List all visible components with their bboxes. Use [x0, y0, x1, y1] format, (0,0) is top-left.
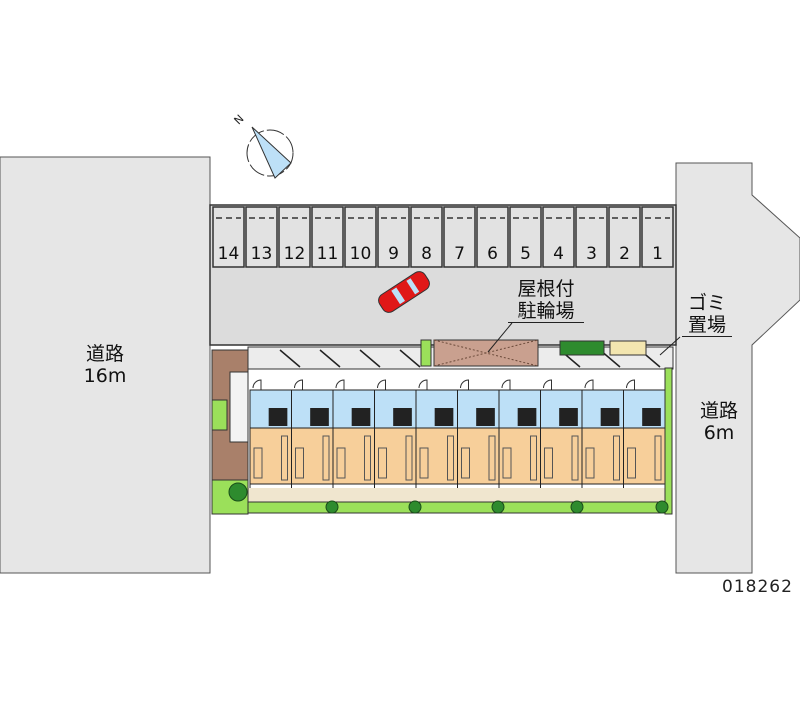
garbage-area	[609, 340, 647, 356]
apartment-unit	[249, 378, 292, 490]
garbage-line2: 置場	[682, 314, 732, 337]
apartment-unit	[374, 378, 417, 490]
right-road-name: 道路	[699, 400, 738, 422]
parking-space-number: 4	[553, 244, 564, 264]
parking-space-number: 6	[487, 244, 498, 264]
stair	[229, 371, 249, 443]
parking-space-14: 14	[212, 206, 245, 268]
hatch-line	[399, 349, 421, 368]
compass-icon	[246, 126, 294, 179]
hatch-line	[319, 349, 341, 368]
garbage-line1: ゴミ	[687, 292, 726, 314]
right-road-label: 道路 6m	[684, 400, 754, 444]
right-road-width: 6m	[703, 422, 735, 444]
bicycle-parking-line1: 屋根付	[517, 278, 575, 300]
apartment-unit	[291, 378, 334, 490]
rear-path	[248, 488, 665, 502]
planter	[420, 339, 432, 367]
apartment-unit	[540, 378, 583, 490]
left-road-width: 16m	[83, 365, 127, 387]
left-road-name: 道路	[85, 343, 124, 365]
tree-icon	[491, 500, 505, 514]
parking-space-10: 10	[344, 206, 377, 268]
apartment-unit	[623, 378, 666, 490]
parking-space-number: 1	[652, 244, 663, 264]
parking-space-5: 5	[509, 206, 542, 268]
side-green	[211, 399, 228, 431]
parking-space-6: 6	[476, 206, 509, 268]
parking-space-number: 8	[421, 244, 432, 264]
bicycle-parking-label: 屋根付 駐輪場	[508, 278, 584, 323]
car-icon	[378, 271, 430, 313]
left-road-label: 道路 16m	[70, 343, 140, 387]
property-code: 018262	[722, 577, 793, 597]
parking-space-number: 13	[251, 244, 273, 264]
green-right	[664, 367, 673, 515]
right-road	[675, 162, 800, 574]
apartment-unit	[498, 378, 541, 490]
tree-icon	[325, 500, 339, 514]
parking-space-number: 2	[619, 244, 630, 264]
parking-space-4: 4	[542, 206, 575, 268]
tree-icon	[570, 500, 584, 514]
parking-space-number: 9	[388, 244, 399, 264]
parking-space-1: 1	[641, 206, 674, 268]
apartment-unit	[581, 378, 624, 490]
parking-space-number: 11	[317, 244, 339, 264]
bicycle-parking-line2: 駐輪場	[508, 300, 584, 323]
parking-space-12: 12	[278, 206, 311, 268]
hedge	[559, 340, 605, 356]
parking-space-number: 5	[520, 244, 531, 264]
apartment-unit	[457, 378, 500, 490]
parking-space-9: 9	[377, 206, 410, 268]
tree-icon	[228, 482, 248, 502]
parking-space-number: 14	[218, 244, 240, 264]
parking-space-number: 10	[350, 244, 372, 264]
tree-icon	[655, 500, 669, 514]
parking-space-number: 3	[586, 244, 597, 264]
apartment-unit	[332, 378, 375, 490]
parking-space-2: 2	[608, 206, 641, 268]
tree-icon	[408, 500, 422, 514]
garbage-label: ゴミ 置場	[682, 292, 732, 337]
hatch-line	[279, 349, 301, 368]
parking-space-number: 7	[454, 244, 465, 264]
apartment-unit	[415, 378, 458, 490]
parking-space-number: 12	[284, 244, 306, 264]
parking-space-13: 13	[245, 206, 278, 268]
hatch-line	[359, 349, 381, 368]
green-bottom	[247, 501, 669, 514]
parking-space-7: 7	[443, 206, 476, 268]
left-road	[0, 156, 211, 574]
parking-space-11: 11	[311, 206, 344, 268]
compass-north-label: N	[232, 112, 247, 127]
parking-space-8: 8	[410, 206, 443, 268]
parking-space-3: 3	[575, 206, 608, 268]
